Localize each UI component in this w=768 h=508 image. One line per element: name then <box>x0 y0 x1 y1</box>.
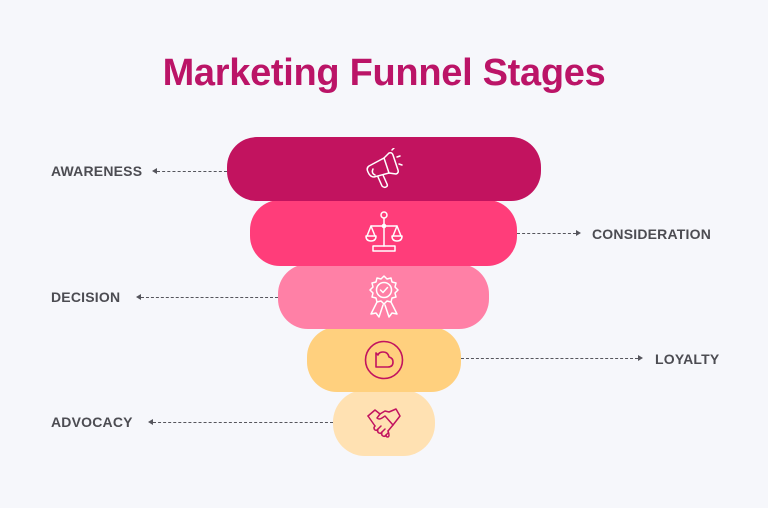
connector-awareness <box>157 171 227 172</box>
arrow-right-icon <box>576 230 581 236</box>
funnel-stage-loyalty <box>307 327 461 392</box>
stage-label-decision: DECISION <box>51 289 121 305</box>
connector-advocacy <box>153 422 333 423</box>
page-title: Marketing Funnel Stages <box>162 52 606 94</box>
scale-icon <box>364 211 403 255</box>
connector-loyalty <box>461 358 638 359</box>
stage-label-advocacy: ADVOCACY <box>51 414 133 430</box>
award-ribbon-icon <box>365 274 403 320</box>
stage-label-awareness: AWARENESS <box>51 163 143 179</box>
stage-label-loyalty: LOYALTY <box>655 351 720 367</box>
stage-label-consideration: CONSIDERATION <box>592 226 712 242</box>
arrow-left-icon <box>136 294 141 300</box>
handshake-icon <box>366 406 402 440</box>
arrow-right-icon <box>638 355 643 361</box>
connector-decision <box>141 297 278 298</box>
arrow-left-icon <box>152 168 157 174</box>
funnel-stage-consideration <box>250 200 517 266</box>
arrow-left-icon <box>148 419 153 425</box>
connector-consideration <box>517 233 576 234</box>
funnel-stage-decision <box>278 264 489 329</box>
funnel-stage-advocacy <box>333 390 435 456</box>
funnel-stage-awareness <box>227 137 541 201</box>
megaphone-icon <box>364 148 404 190</box>
heart-circle-icon <box>364 340 404 380</box>
